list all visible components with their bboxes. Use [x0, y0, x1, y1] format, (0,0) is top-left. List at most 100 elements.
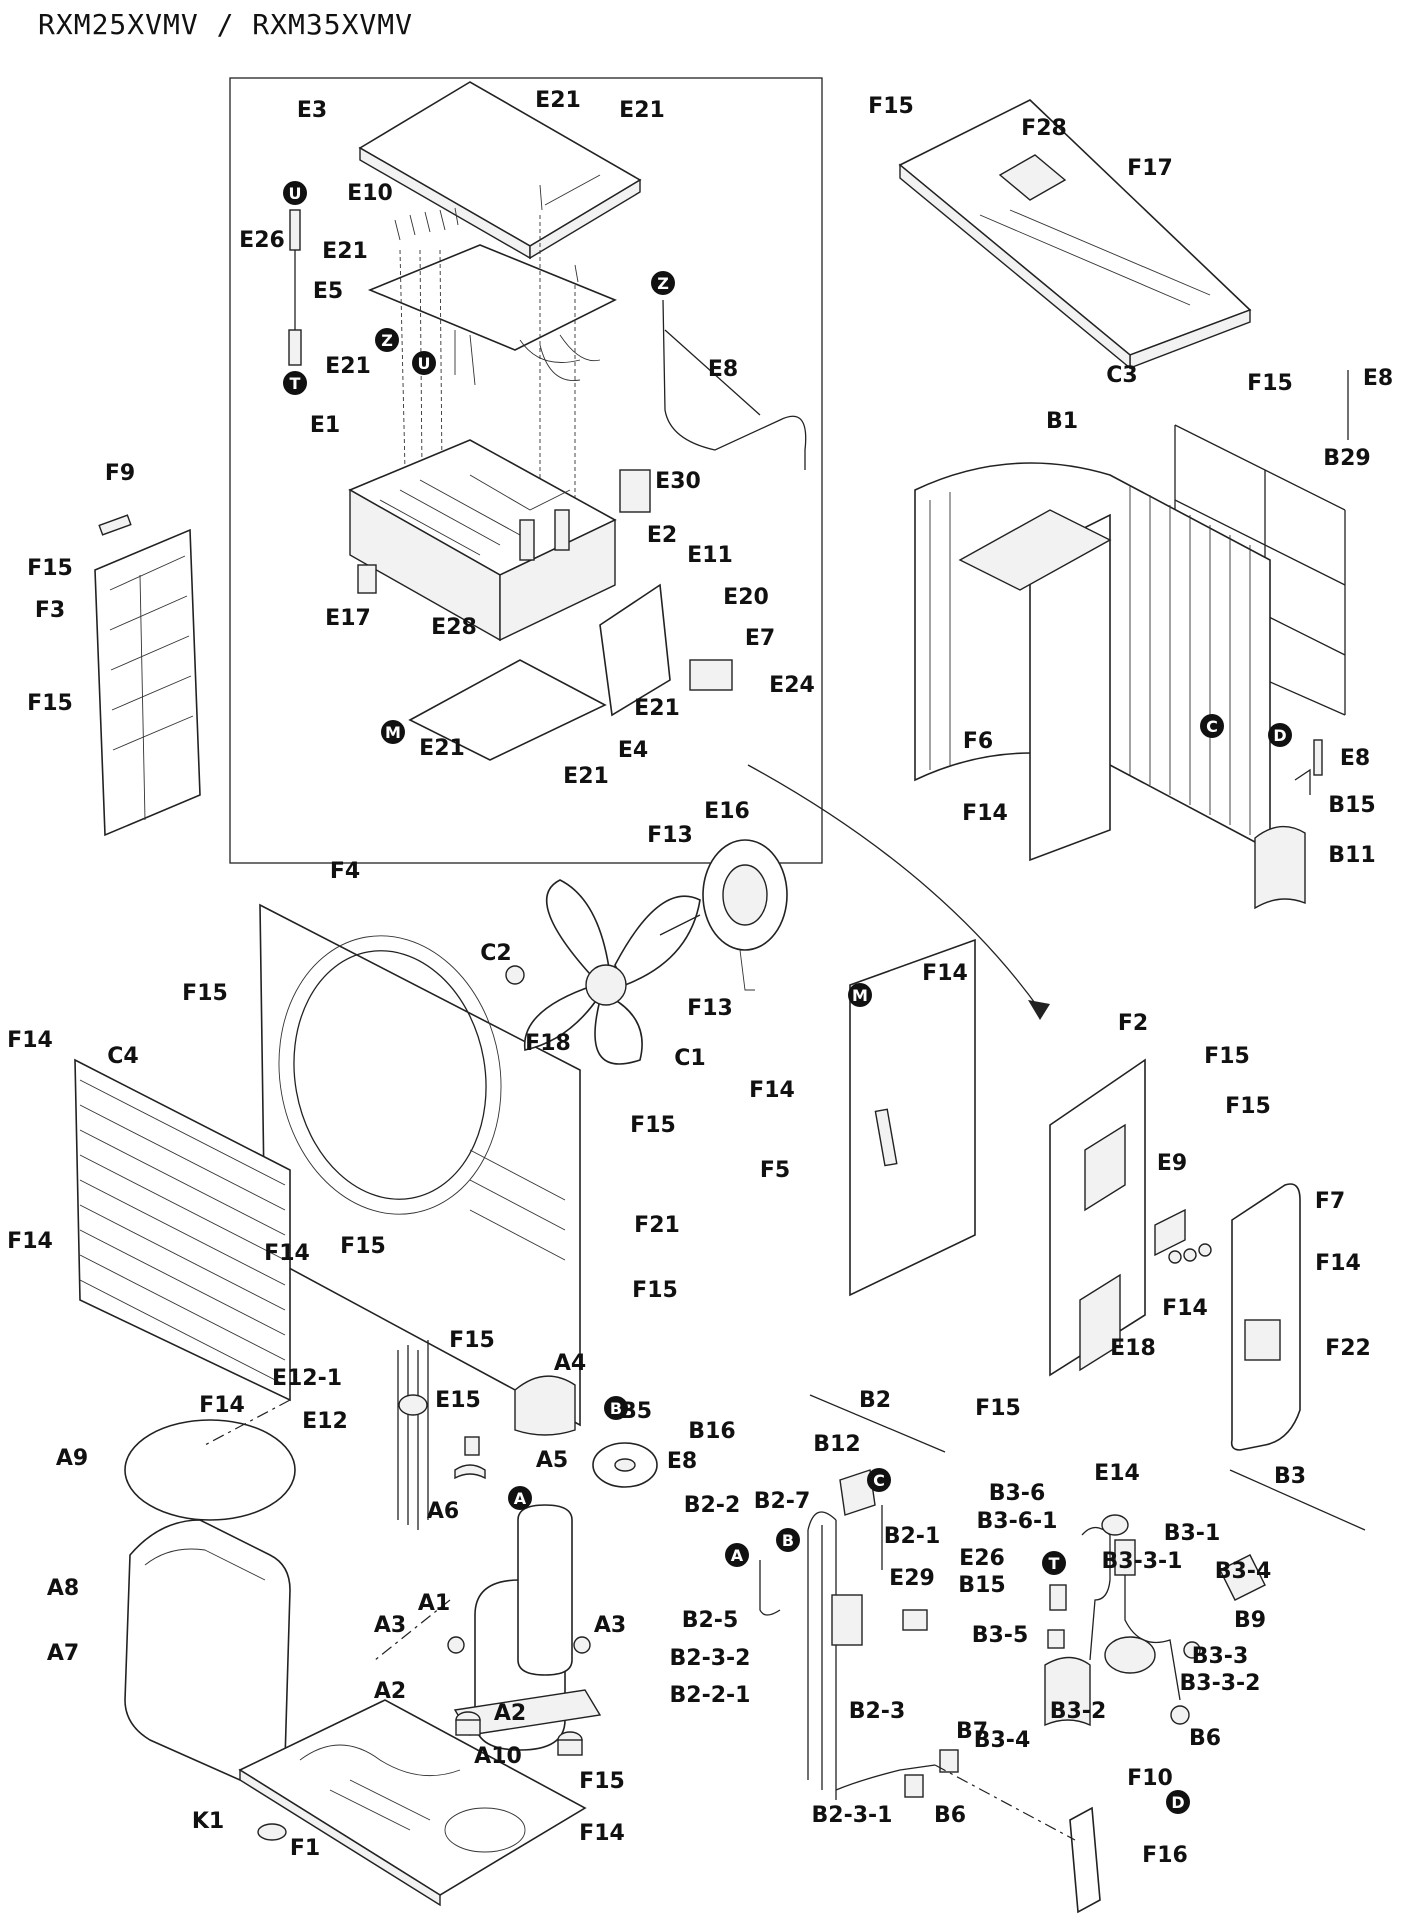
part-c1-fan: [523, 879, 701, 1065]
svg-text:U: U: [289, 184, 302, 203]
callout-b6: B6: [934, 1803, 966, 1828]
callout-f2: F2: [1118, 1011, 1148, 1036]
callout-a2: A2: [494, 1701, 526, 1726]
svg-text:Z: Z: [381, 331, 393, 350]
part-e7-terminal: [689, 659, 733, 691]
part-e12-wiring: [397, 1340, 429, 1530]
callout-e21: E21: [619, 98, 665, 123]
callout-b2-3-1: B2-3-1: [812, 1803, 893, 1828]
callout-a8: A8: [47, 1576, 79, 1601]
callout-f13: F13: [647, 823, 693, 848]
svg-text:A: A: [514, 1489, 527, 1508]
callout-b3-3: B3-3: [1192, 1644, 1249, 1669]
marker-u: U: [412, 351, 436, 375]
callout-f14: F14: [962, 801, 1008, 826]
callout-b2-2-1: B2-2-1: [670, 1683, 751, 1708]
svg-text:T: T: [290, 374, 301, 393]
part-e4-plate: [408, 659, 607, 761]
callout-a9: A9: [56, 1446, 88, 1471]
callout-b6: B6: [1189, 1726, 1221, 1751]
callout-f15: F15: [975, 1396, 1021, 1421]
callout-b2-1: B2-1: [884, 1524, 941, 1549]
part-f17-top-panel: [898, 99, 1252, 370]
callout-f15: F15: [579, 1769, 625, 1794]
marker-t: T: [1042, 1551, 1066, 1575]
callout-e17: E17: [325, 606, 371, 631]
part-f9: [98, 514, 132, 536]
svg-text:D: D: [1171, 1793, 1184, 1812]
b3-group-line: [1229, 1469, 1366, 1531]
diagram-title: RXM25XVMV / RXM35XVMV: [38, 8, 414, 41]
marker-z: Z: [651, 271, 675, 295]
callout-f9: F9: [105, 461, 135, 486]
callout-f15: F15: [340, 1234, 386, 1259]
callout-f13: F13: [687, 996, 733, 1021]
callout-f14: F14: [7, 1229, 53, 1254]
part-b11: [1254, 825, 1306, 910]
callout-b3-6-1: B3-6-1: [977, 1509, 1058, 1534]
callout-b7: B7: [956, 1719, 988, 1744]
callout-e21: E21: [634, 696, 680, 721]
callout-f21: F21: [634, 1213, 680, 1238]
callout-f15: F15: [1225, 1094, 1271, 1119]
callout-c2: C2: [480, 941, 511, 966]
part-c4-grille: [74, 1058, 291, 1402]
callout-f4: F4: [330, 859, 360, 884]
callout-f15: F15: [868, 94, 914, 119]
callout-e10: E10: [347, 181, 393, 206]
svg-text:D: D: [1273, 726, 1286, 745]
callout-b15: B15: [1328, 793, 1375, 818]
part-a9-top-pad: [124, 1419, 296, 1521]
callout-e30: E30: [655, 469, 701, 494]
callout-f14: F14: [264, 1241, 310, 1266]
part-b3-valves: [1044, 1514, 1266, 1727]
part-f6-partition: [958, 509, 1112, 862]
callout-b3-3-2: B3-3-2: [1180, 1671, 1261, 1696]
assembly-guides: [399, 215, 576, 540]
callout-e4: E4: [618, 738, 648, 763]
part-f2-side-panel: [1049, 1058, 1146, 1377]
part-f7-cover: [1230, 1183, 1301, 1451]
callout-e26: E26: [239, 228, 285, 253]
svg-text:C: C: [1206, 717, 1218, 736]
b2-group-line: [809, 1394, 946, 1453]
callout-a10: A10: [474, 1744, 522, 1769]
callout-a6: A6: [427, 1499, 459, 1524]
marker-d: D: [1268, 723, 1292, 747]
part-a7-a8-insulation: [124, 1519, 291, 1784]
callout-f15: F15: [630, 1113, 676, 1138]
part-a3-nuts: [447, 1636, 591, 1654]
callout-c3: C3: [1106, 363, 1137, 388]
part-e9-clamp: [1154, 1208, 1186, 1257]
callout-c1: C1: [674, 1046, 705, 1071]
callout-b2-5: B2-5: [682, 1608, 739, 1633]
callout-f15: F15: [1204, 1044, 1250, 1069]
callout-b2: B2: [859, 1388, 891, 1413]
part-e26-thermistor: [288, 209, 302, 366]
callout-b2-3: B2-3: [849, 1699, 906, 1724]
svg-text:B: B: [610, 1399, 622, 1418]
callout-a3: A3: [594, 1613, 626, 1638]
callout-f14: F14: [749, 1078, 795, 1103]
callout-e21: E21: [535, 88, 581, 113]
callout-b2-2: B2-2: [684, 1493, 741, 1518]
callout-c4: C4: [107, 1044, 138, 1069]
callout-f7: F7: [1315, 1189, 1345, 1214]
marker-a: A: [725, 1543, 749, 1567]
marker-u: U: [283, 181, 307, 205]
marker-c: C: [867, 1468, 891, 1492]
callout-e14: E14: [1094, 1461, 1140, 1486]
callout-e21: E21: [563, 764, 609, 789]
arrow-to-f2: [747, 764, 1041, 1011]
marker-b: B: [604, 1396, 628, 1420]
callout-e8: E8: [667, 1449, 697, 1474]
callout-e7: E7: [745, 626, 775, 651]
callout-b3-2: B3-2: [1050, 1699, 1107, 1724]
callout-f22: F22: [1325, 1336, 1371, 1361]
part-e16-motor: [659, 839, 788, 991]
part-a4-cover: [514, 1375, 576, 1436]
svg-text:Z: Z: [657, 274, 669, 293]
marker-b: B: [776, 1528, 800, 1552]
part-a6-clip: [454, 1464, 486, 1480]
